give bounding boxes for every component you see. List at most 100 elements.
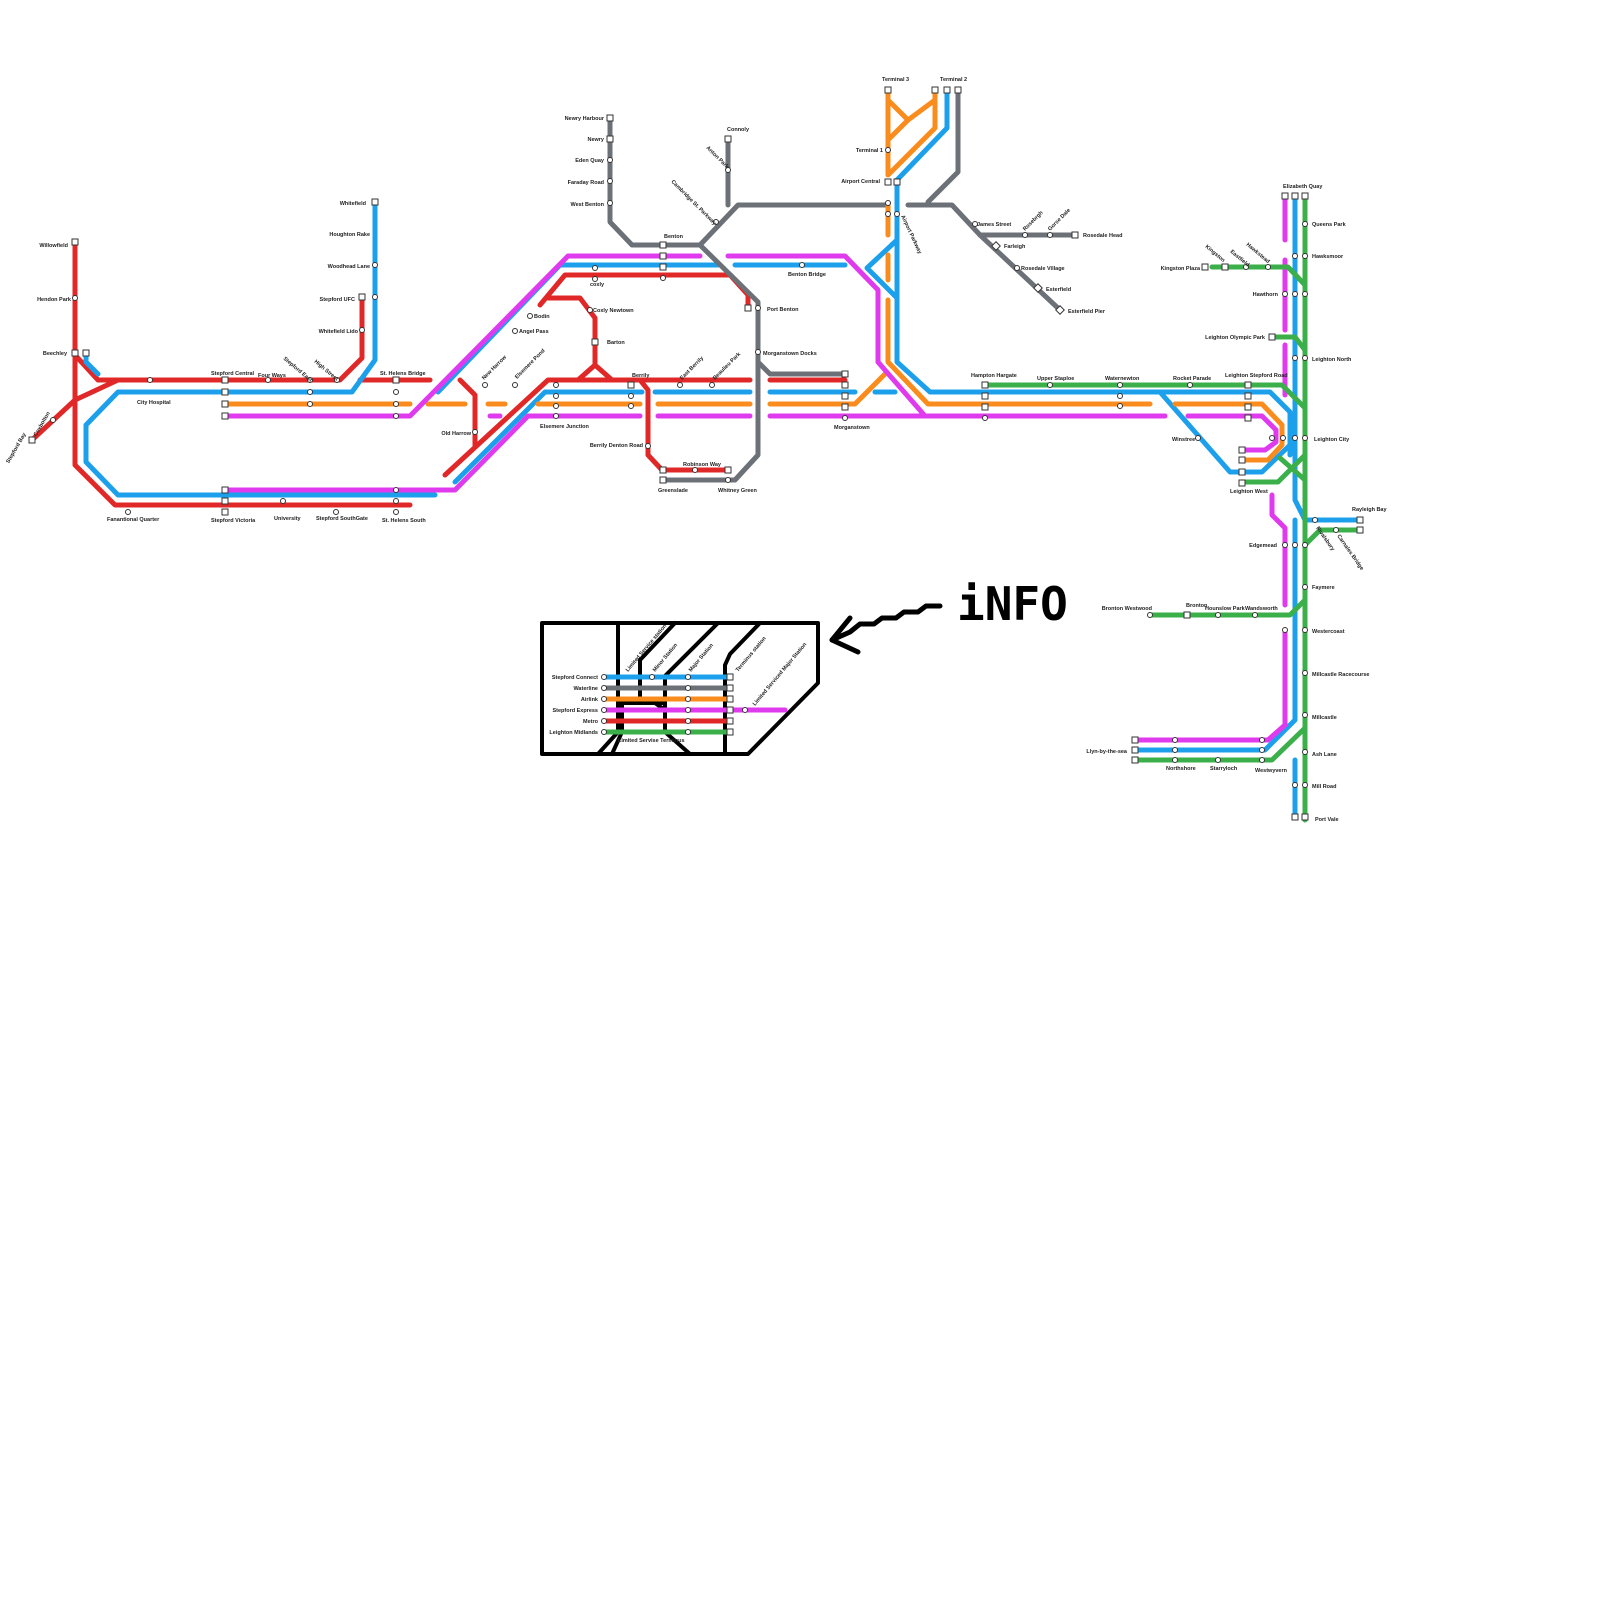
- station-label[interactable]: Barton: [607, 340, 625, 346]
- station-label[interactable]: Leighton Stepford Road: [1225, 373, 1288, 379]
- station-marker[interactable]: [893, 178, 901, 186]
- station-label[interactable]: Whitney Green: [718, 488, 757, 494]
- station-marker[interactable]: [307, 389, 313, 395]
- station-marker[interactable]: [371, 198, 379, 206]
- station-marker[interactable]: [1022, 232, 1028, 238]
- station-marker[interactable]: [333, 509, 339, 515]
- station-label[interactable]: Rayleigh Bay: [1352, 507, 1387, 513]
- station-marker[interactable]: [1047, 382, 1053, 388]
- station-marker[interactable]: [307, 377, 313, 383]
- station-marker[interactable]: [1252, 612, 1258, 618]
- station-marker[interactable]: [1312, 517, 1318, 523]
- station-label[interactable]: Fanantional Quarter: [107, 517, 160, 523]
- station-marker[interactable]: [553, 403, 559, 409]
- station-marker[interactable]: [1282, 291, 1288, 297]
- station-label[interactable]: Rosebrgh: [1022, 210, 1045, 233]
- station-marker[interactable]: [221, 412, 229, 420]
- station-label[interactable]: Elsemere Pond: [514, 348, 546, 380]
- station-marker[interactable]: [724, 135, 732, 143]
- station-label[interactable]: Bronton: [1186, 603, 1208, 609]
- station-marker[interactable]: [393, 498, 399, 504]
- station-marker[interactable]: [1131, 736, 1139, 744]
- station-label[interactable]: Ash Lane: [1312, 752, 1337, 758]
- station-marker[interactable]: [645, 443, 651, 449]
- station-label[interactable]: Houghton Rake: [329, 232, 370, 238]
- station-marker[interactable]: [659, 476, 667, 484]
- station-marker[interactable]: [1302, 584, 1308, 590]
- station-marker[interactable]: [592, 265, 598, 271]
- station-marker[interactable]: [71, 349, 79, 357]
- station-marker[interactable]: [1302, 221, 1308, 227]
- station-label[interactable]: Northshore: [1166, 766, 1196, 772]
- station-marker[interactable]: [1302, 291, 1308, 297]
- station-marker[interactable]: [972, 221, 978, 227]
- station-marker[interactable]: [1244, 381, 1252, 389]
- station-marker[interactable]: [1147, 612, 1153, 618]
- station-marker[interactable]: [692, 467, 698, 473]
- station-marker[interactable]: [885, 211, 891, 217]
- station-marker[interactable]: [392, 376, 400, 384]
- station-marker[interactable]: [527, 313, 533, 319]
- station-marker[interactable]: [1201, 263, 1209, 271]
- station-label[interactable]: Rocket Parade: [1173, 376, 1211, 382]
- station-label[interactable]: Eden Quay: [575, 158, 605, 164]
- station-marker[interactable]: [1292, 355, 1298, 361]
- station-marker[interactable]: [472, 429, 478, 435]
- station-marker[interactable]: [280, 498, 286, 504]
- station-label[interactable]: Stepford Central: [211, 371, 255, 377]
- station-label[interactable]: Berrily: [632, 373, 650, 379]
- station-marker[interactable]: [1268, 333, 1276, 341]
- station-marker[interactable]: [954, 86, 962, 94]
- station-marker[interactable]: [587, 307, 593, 313]
- station-label[interactable]: Bronton Westwood: [1102, 606, 1152, 612]
- station-label[interactable]: Woodhead Lane: [328, 264, 370, 270]
- station-marker[interactable]: [1187, 382, 1193, 388]
- station-marker[interactable]: [1281, 192, 1289, 200]
- station-label[interactable]: Stepford Bay: [5, 431, 28, 464]
- station-label[interactable]: Airport Parkway: [899, 214, 923, 256]
- station-marker[interactable]: [841, 392, 849, 400]
- station-label[interactable]: Farleigh: [1004, 244, 1026, 250]
- station-marker[interactable]: [1269, 435, 1275, 441]
- station-marker[interactable]: [725, 477, 731, 483]
- station-label[interactable]: Stepford Victoria: [211, 518, 256, 524]
- station-marker[interactable]: [1356, 526, 1364, 534]
- station-label[interactable]: St. Helens Bridge: [380, 371, 426, 377]
- station-marker[interactable]: [659, 252, 667, 260]
- station-marker[interactable]: [628, 403, 634, 409]
- station-marker[interactable]: [72, 295, 78, 301]
- station-marker[interactable]: [724, 466, 732, 474]
- station-label[interactable]: Airport Central: [841, 179, 880, 185]
- station-label[interactable]: Elizabeth Quay: [1283, 184, 1323, 190]
- station-marker[interactable]: [1033, 283, 1043, 293]
- station-marker[interactable]: [1333, 527, 1339, 533]
- station-marker[interactable]: [393, 509, 399, 515]
- station-marker[interactable]: [265, 377, 271, 383]
- station-marker[interactable]: [1302, 435, 1308, 441]
- station-marker[interactable]: [842, 415, 848, 421]
- station-marker[interactable]: [1117, 403, 1123, 409]
- station-marker[interactable]: [1301, 813, 1309, 821]
- station-marker[interactable]: [943, 86, 951, 94]
- station-marker[interactable]: [841, 381, 849, 389]
- station-marker[interactable]: [1259, 757, 1265, 763]
- station-label[interactable]: Winstree: [1172, 437, 1195, 443]
- station-label[interactable]: Hampton Hargate: [971, 373, 1017, 379]
- station-marker[interactable]: [885, 200, 891, 206]
- station-label[interactable]: Waternewton: [1105, 376, 1140, 382]
- station-marker[interactable]: [372, 262, 378, 268]
- station-label[interactable]: Wandsworth: [1245, 606, 1278, 612]
- station-marker[interactable]: [991, 241, 1001, 251]
- station-marker[interactable]: [1172, 757, 1178, 763]
- station-label[interactable]: Hawksmoor: [1312, 254, 1344, 260]
- station-label[interactable]: Newry Harbour: [565, 116, 605, 122]
- station-marker[interactable]: [607, 157, 613, 163]
- station-label[interactable]: Gorse Dale: [1047, 208, 1072, 233]
- station-marker[interactable]: [607, 178, 613, 184]
- station-label[interactable]: Morganstown: [834, 425, 870, 431]
- station-label[interactable]: Westwyvern: [1255, 768, 1288, 774]
- station-label[interactable]: Rosedale Village: [1021, 266, 1065, 272]
- station-marker[interactable]: [359, 327, 365, 333]
- station-marker[interactable]: [885, 147, 891, 153]
- station-marker[interactable]: [884, 86, 892, 94]
